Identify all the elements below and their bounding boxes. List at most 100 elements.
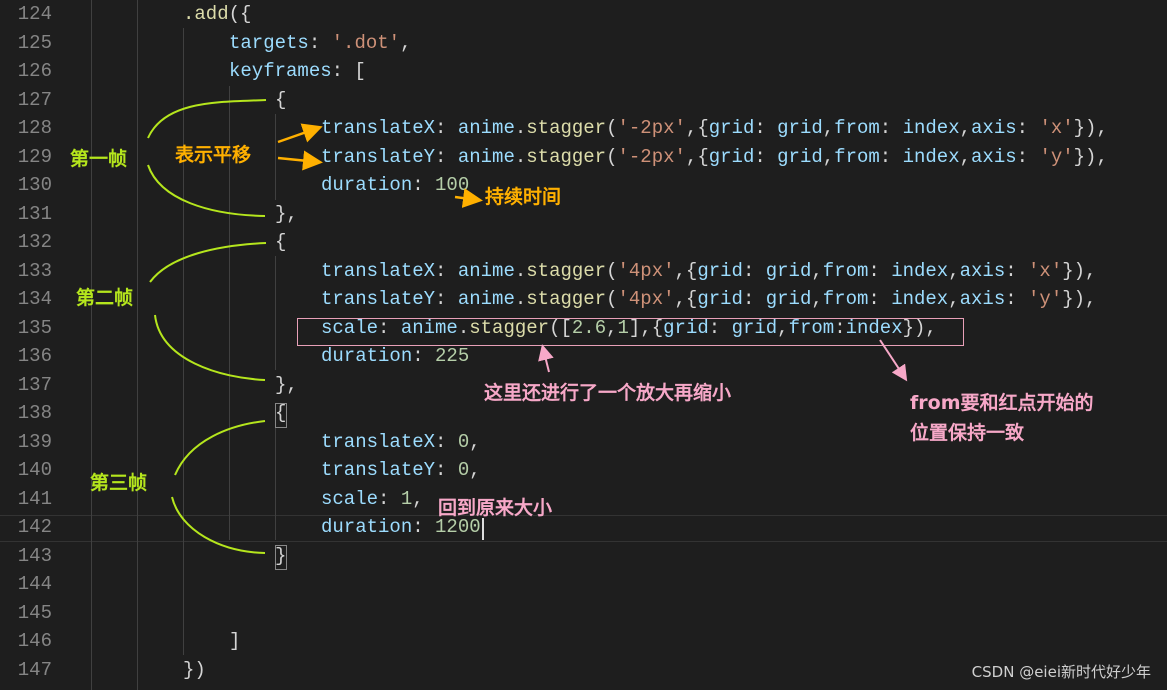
- code-token: ([: [549, 316, 572, 339]
- code-text: scale: 1,: [321, 485, 424, 514]
- code-token: grid: [777, 145, 823, 168]
- code-text: }: [275, 542, 286, 571]
- code-token: axis: [971, 145, 1017, 168]
- code-token: scale: [321, 316, 379, 339]
- code-line[interactable]: 145: [0, 599, 1167, 628]
- code-token: ,: [606, 316, 618, 339]
- code-text: translateX: 0,: [321, 428, 481, 457]
- code-line[interactable]: 146]: [0, 627, 1167, 656]
- line-number: 145: [17, 601, 52, 624]
- code-token: :: [742, 259, 766, 282]
- code-token: anime: [457, 145, 515, 168]
- line-number: 137: [17, 373, 52, 396]
- code-token: 'y': [1039, 145, 1074, 168]
- code-token: from: [822, 288, 869, 310]
- indent-guide: [229, 86, 230, 540]
- text-cursor: [482, 518, 484, 540]
- code-token: :: [435, 288, 458, 310]
- annotation-translate: 表示平移: [175, 144, 252, 166]
- code-token: .: [457, 316, 470, 339]
- annotation-scale: 这里还进行了一个放大再缩小: [484, 382, 732, 404]
- code-token: :: [879, 145, 903, 168]
- code-line[interactable]: 124.add({: [0, 0, 1167, 29]
- code-token: 100: [435, 174, 470, 196]
- code-text: duration: 100: [321, 171, 469, 200]
- code-token: axis: [971, 117, 1017, 139]
- code-token: }): [183, 658, 206, 681]
- line-number: 139: [17, 430, 52, 453]
- code-token: keyframes: [229, 60, 332, 82]
- code-text: {: [275, 228, 286, 257]
- code-line[interactable]: 139 translateX: 0,: [0, 428, 1167, 457]
- line-number: 128: [17, 117, 52, 139]
- code-token: ,: [948, 259, 960, 282]
- indent-guide: [91, 0, 92, 690]
- code-token: :: [435, 259, 458, 282]
- code-line[interactable]: 138{: [0, 399, 1167, 428]
- code-line[interactable]: 137},: [0, 371, 1167, 400]
- code-token: :: [378, 316, 401, 339]
- code-token: :: [308, 31, 332, 54]
- bracket-match: [275, 545, 287, 570]
- code-line[interactable]: 132{: [0, 228, 1167, 257]
- code-text: duration: 225: [321, 342, 469, 371]
- code-token: anime: [457, 288, 515, 310]
- code-token: grid: [708, 117, 755, 139]
- code-line[interactable]: 131},: [0, 200, 1167, 229]
- code-token: 1: [400, 487, 413, 510]
- code-text: .add({: [183, 0, 251, 29]
- line-number: 147: [17, 658, 52, 681]
- code-token: index: [902, 117, 960, 139]
- bracket-match: [275, 403, 287, 428]
- code-token: from: [834, 117, 880, 139]
- code-token: 225: [435, 345, 470, 367]
- code-token: targets: [229, 31, 309, 54]
- code-token: ({: [228, 3, 252, 25]
- code-token: scale: [321, 487, 379, 510]
- code-token: '.dot': [331, 31, 401, 54]
- code-token: :: [868, 288, 892, 310]
- code-token: ,: [948, 288, 960, 310]
- code-token: ,: [811, 259, 823, 282]
- code-token: :: [435, 459, 458, 481]
- code-line[interactable]: 143}: [0, 542, 1167, 571]
- code-token: 0: [457, 430, 470, 453]
- code-token: :: [1016, 145, 1040, 168]
- code-token: translateX: [321, 259, 436, 282]
- code-token: '4px': [617, 259, 675, 282]
- code-token: },: [275, 202, 298, 225]
- code-token: '-2px': [617, 117, 686, 139]
- code-token: ,: [412, 487, 424, 510]
- code-token: ,: [811, 288, 823, 310]
- code-token: grid: [697, 259, 743, 282]
- indent-guide: [275, 256, 276, 370]
- code-token: :: [1016, 117, 1040, 139]
- code-token: :: [435, 117, 458, 139]
- indent-guide: [275, 428, 276, 540]
- code-line[interactable]: 144: [0, 570, 1167, 599]
- code-line[interactable]: 147}): [0, 656, 1167, 685]
- brace-curve: [147, 99, 267, 139]
- code-token: :: [742, 288, 766, 310]
- code-token: grid: [663, 316, 709, 339]
- code-line[interactable]: 127{: [0, 86, 1167, 115]
- code-token: translateY: [321, 459, 436, 481]
- line-number: 127: [17, 88, 52, 111]
- code-token: stagger: [526, 117, 607, 139]
- code-text: translateY: anime.stagger('-2px',{grid: …: [321, 143, 1108, 172]
- code-token: anime: [400, 316, 458, 339]
- code-token: grid: [777, 117, 823, 139]
